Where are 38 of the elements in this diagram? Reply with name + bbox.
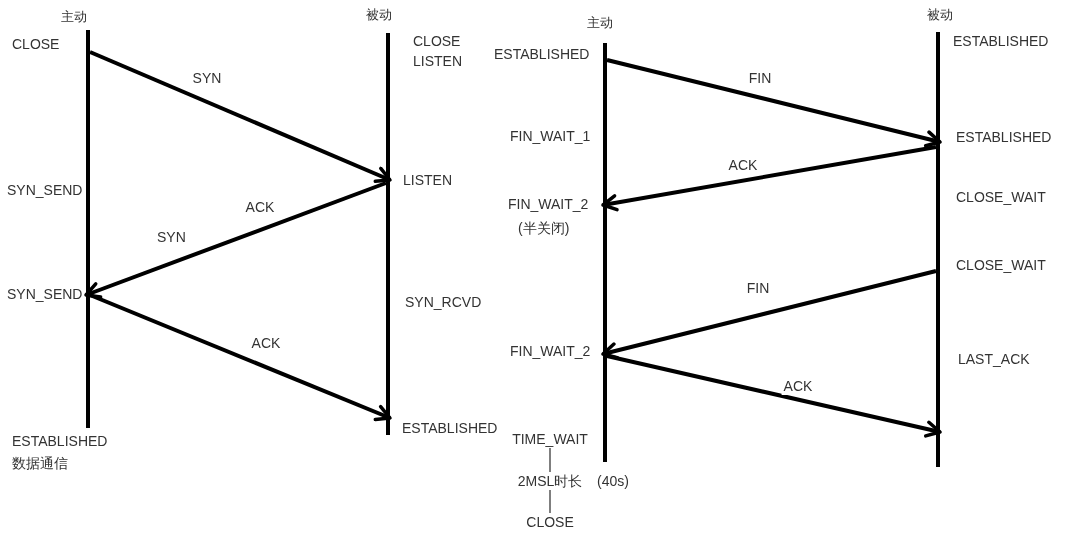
state-label: CLOSE	[413, 32, 461, 50]
arrow	[606, 58, 942, 148]
state-label: ESTABLISHED	[953, 32, 1049, 50]
state-label: ESTABLISHED	[494, 45, 590, 63]
state-label: SYN_SEND	[7, 285, 83, 303]
arrow	[606, 354, 942, 438]
state-label: ESTABLISHED	[402, 419, 498, 437]
arrow	[84, 181, 387, 299]
state-label: LISTEN	[413, 52, 462, 70]
state-label: LISTEN	[403, 171, 452, 189]
connector-line	[549, 489, 551, 514]
state-label: ESTABLISHED	[12, 432, 108, 450]
state-note: 数据通信	[12, 454, 68, 472]
arrow	[601, 145, 937, 212]
state-label: SYN_SEND	[7, 181, 83, 199]
duration-value: (40s)	[597, 472, 629, 490]
state-label: FIN_WAIT_2	[508, 195, 589, 213]
arrow	[89, 293, 392, 422]
state-label: FIN_WAIT_2	[510, 342, 591, 360]
state-label: LAST_ACK	[958, 350, 1030, 368]
message-label: SYN	[157, 228, 186, 246]
participant-label: 被动	[927, 6, 953, 24]
state-label: CLOSE_WAIT	[956, 256, 1046, 274]
state-label: SYN_RCVD	[405, 293, 482, 311]
arrow	[89, 50, 392, 184]
state-label: FIN_WAIT_1	[510, 127, 591, 145]
state-label: CLOSE	[12, 35, 60, 53]
connector-line	[549, 447, 551, 473]
state-label: CLOSE_WAIT	[956, 188, 1046, 206]
state-label: TIME_WAIT	[512, 430, 588, 448]
participant-label: 主动	[587, 14, 613, 32]
arrow	[601, 269, 937, 360]
duration-label: 2MSL时长	[517, 472, 583, 490]
state-note: (半关闭)	[518, 219, 570, 237]
state-label: ESTABLISHED	[956, 128, 1052, 146]
participant-label: 主动	[61, 8, 87, 26]
participant-label: 被动	[366, 6, 392, 24]
state-label: CLOSE	[526, 513, 574, 531]
